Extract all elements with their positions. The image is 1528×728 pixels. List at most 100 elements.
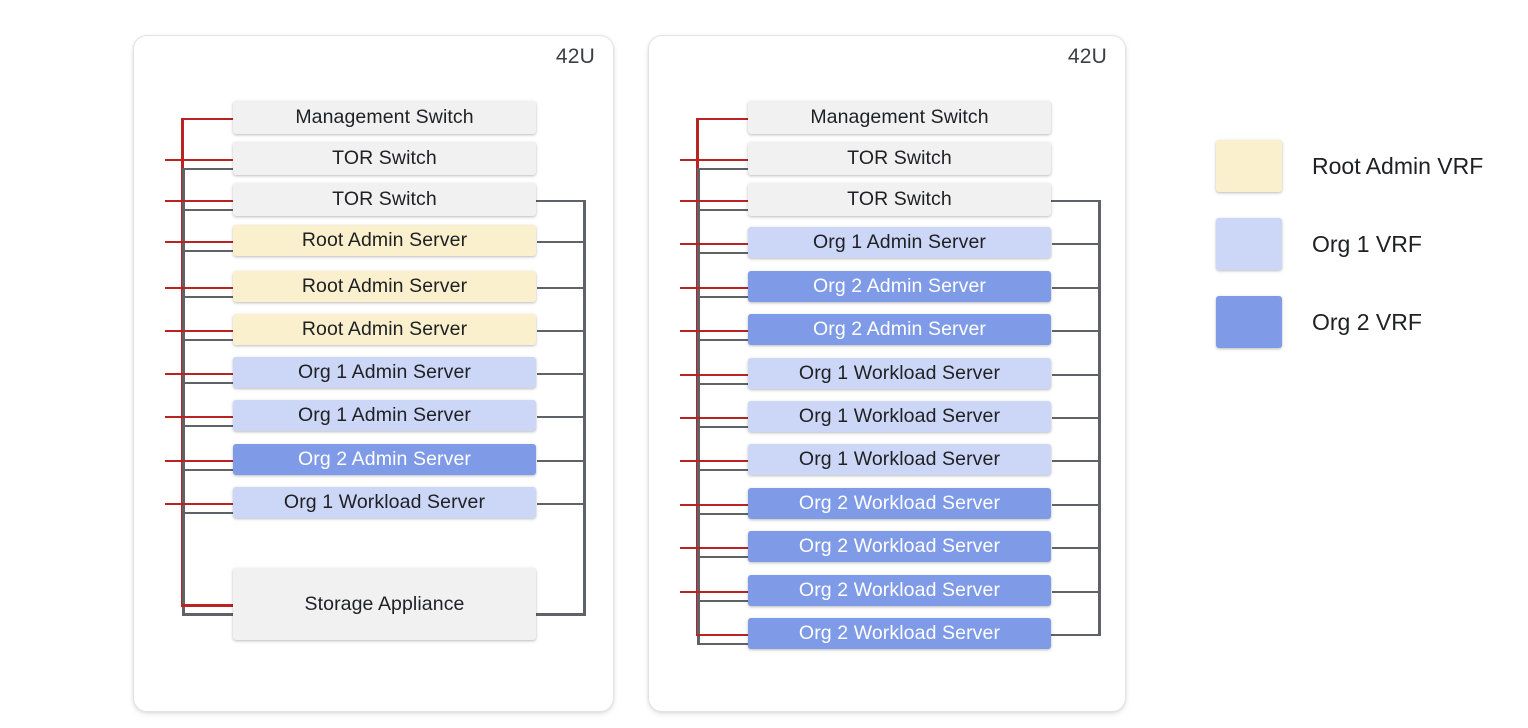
rack-unit-label: TOR Switch xyxy=(847,188,952,210)
server-uplink-stub xyxy=(1052,286,1098,289)
rack-unit-label: TOR Switch xyxy=(847,147,952,169)
network-stub xyxy=(697,208,748,211)
legend-item-org1-vrf: Org 1 VRF xyxy=(1216,218,1506,270)
uplink-elbow-top xyxy=(1051,199,1101,202)
uplink-bus-vertical xyxy=(583,199,586,616)
rack-unit[interactable]: TOR Switch xyxy=(748,142,1051,175)
rack-unit[interactable]: TOR Switch xyxy=(233,142,536,175)
rack-unit-label: TOR Switch xyxy=(332,188,437,210)
server-uplink-stub xyxy=(537,502,583,505)
rack-unit-label: Org 1 Workload Server xyxy=(798,448,1001,470)
rack-unit[interactable]: Org 1 Workload Server xyxy=(233,487,536,518)
uplink-elbow-top xyxy=(536,199,586,202)
network-stub xyxy=(182,338,233,341)
network-stub xyxy=(182,295,233,298)
server-uplink-stub xyxy=(537,459,583,462)
rack-unit[interactable]: Management Switch xyxy=(233,101,536,134)
power-stub xyxy=(165,329,233,332)
server-uplink-stub xyxy=(537,240,583,243)
network-stub xyxy=(697,425,748,428)
network-stub xyxy=(697,512,748,515)
rack-unit[interactable]: Org 1 Admin Server xyxy=(748,227,1051,258)
rack-unit-label: Root Admin Server xyxy=(301,318,468,340)
network-stub xyxy=(182,613,233,616)
uplink-elbow-bottom xyxy=(536,613,586,616)
rack-unit-label: Root Admin Server xyxy=(301,275,468,297)
network-stub xyxy=(697,468,748,471)
power-stub xyxy=(696,117,748,120)
rack-unit[interactable]: Org 1 Admin Server xyxy=(233,400,536,431)
legend-swatch-root-admin-vrf xyxy=(1216,140,1282,192)
server-uplink-stub xyxy=(537,286,583,289)
legend-label-org2-vrf: Org 2 VRF xyxy=(1312,308,1422,335)
rack-unit[interactable]: Org 2 Workload Server xyxy=(748,531,1051,562)
power-stub xyxy=(165,372,233,375)
network-stub xyxy=(697,338,748,341)
network-stub xyxy=(182,424,233,427)
rack-unit[interactable]: Org 1 Workload Server xyxy=(748,444,1051,475)
rack-unit[interactable]: Management Switch xyxy=(748,101,1051,134)
power-stub xyxy=(680,590,748,593)
rack-unit[interactable]: Org 2 Admin Server xyxy=(748,314,1051,345)
rack-unit[interactable]: Org 1 Admin Server xyxy=(233,357,536,388)
network-stub xyxy=(697,167,748,170)
rack-unit[interactable]: Org 2 Admin Server xyxy=(233,444,536,475)
power-stub xyxy=(680,329,748,332)
power-stub xyxy=(181,604,233,607)
server-uplink-stub xyxy=(1052,416,1098,419)
server-uplink-stub xyxy=(537,415,583,418)
server-uplink-stub xyxy=(1052,459,1098,462)
server-uplink-stub xyxy=(1052,590,1098,593)
rack-unit[interactable]: Org 2 Admin Server xyxy=(748,271,1051,302)
power-stub xyxy=(165,158,233,161)
rack-unit[interactable]: Org 1 Workload Server xyxy=(748,358,1051,389)
rack-unit[interactable]: Org 2 Workload Server xyxy=(748,618,1051,649)
server-uplink-stub xyxy=(1052,242,1098,245)
rack-unit-label: Management Switch xyxy=(295,106,474,128)
power-stub xyxy=(680,503,748,506)
rack-unit-label: Org 1 Workload Server xyxy=(283,491,486,513)
rack-1-capacity-label: 42U xyxy=(555,45,595,68)
rack-unit-label: Storage Appliance xyxy=(304,592,465,615)
legend-label-root-admin-vrf: Root Admin VRF xyxy=(1312,152,1484,179)
legend-item-root-admin-vrf: Root Admin VRF xyxy=(1216,140,1506,192)
power-stub xyxy=(680,242,748,245)
rack-unit[interactable]: Root Admin Server xyxy=(233,225,536,256)
rack-2-capacity-label: 42U xyxy=(1067,45,1107,68)
power-stub xyxy=(165,199,233,202)
power-stub xyxy=(680,373,748,376)
legend-label-org1-vrf: Org 1 VRF xyxy=(1312,230,1422,257)
network-stub xyxy=(182,511,233,514)
network-stub xyxy=(697,555,748,558)
rack-unit-label: Org 2 Admin Server xyxy=(297,448,472,470)
power-stub xyxy=(165,286,233,289)
power-stub xyxy=(165,240,233,243)
power-stub xyxy=(680,286,748,289)
rack-unit[interactable]: TOR Switch xyxy=(233,183,536,216)
power-stub xyxy=(680,459,748,462)
rack-unit[interactable]: Org 2 Workload Server xyxy=(748,575,1051,606)
power-stub xyxy=(165,502,233,505)
rack-unit-label: Org 1 Workload Server xyxy=(798,362,1001,384)
network-stub xyxy=(697,599,748,602)
network-stub xyxy=(182,381,233,384)
rack-unit[interactable]: Storage Appliance xyxy=(233,568,536,640)
rack-unit-label: Org 2 Workload Server xyxy=(798,622,1001,644)
rack-unit[interactable]: Org 1 Workload Server xyxy=(748,401,1051,432)
rack-unit-label: Org 1 Admin Server xyxy=(297,404,472,426)
rack-unit-label: Org 1 Admin Server xyxy=(812,231,987,253)
rack-unit-label: Root Admin Server xyxy=(301,229,468,251)
vrf-legend: Root Admin VRF Org 1 VRF Org 2 VRF xyxy=(1216,140,1506,374)
rack-unit[interactable]: Root Admin Server xyxy=(233,271,536,302)
power-stub xyxy=(696,633,748,636)
network-bus-vertical xyxy=(182,167,185,616)
rack-unit[interactable]: Root Admin Server xyxy=(233,314,536,345)
rack-unit[interactable]: Org 2 Workload Server xyxy=(748,488,1051,519)
rack-unit-label: Org 2 Admin Server xyxy=(812,318,987,340)
server-uplink-stub xyxy=(537,372,583,375)
server-uplink-stub xyxy=(1052,373,1098,376)
rack-unit[interactable]: TOR Switch xyxy=(748,183,1051,216)
legend-swatch-org1-vrf xyxy=(1216,218,1282,270)
power-stub xyxy=(181,117,233,120)
